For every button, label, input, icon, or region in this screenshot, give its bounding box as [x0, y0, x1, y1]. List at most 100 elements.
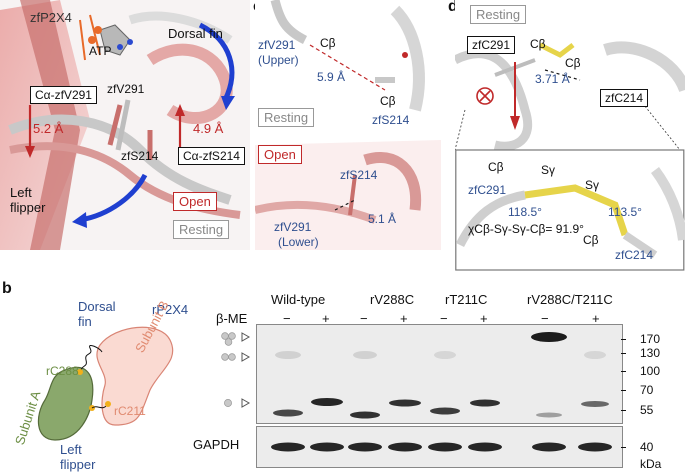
- cartoon-dorsal-fin: Dorsal fin: [78, 299, 116, 329]
- blot-band: [531, 332, 567, 342]
- gapdh-blot-bands: [271, 442, 612, 452]
- mw-tick: [621, 339, 626, 340]
- bme-sign: −: [360, 311, 368, 326]
- gapdh-band: [271, 442, 305, 452]
- gapdh-label: GAPDH: [193, 437, 240, 452]
- mw-marker: 130: [640, 346, 661, 360]
- c-dist-upper: 5.9 Å: [317, 70, 346, 84]
- c-dist-lower: 5.1 Å: [368, 212, 397, 226]
- inset-sg-right: Sγ: [585, 178, 600, 192]
- dorsal-fin-label: Dorsal fin: [168, 26, 223, 41]
- subunit-cartoon: [37, 326, 174, 441]
- western-blot-main: [256, 324, 623, 424]
- res-s214-label: zfS214: [121, 149, 159, 163]
- bme-label: β-ME: [216, 311, 248, 326]
- inset-angle-right: 113.5°: [608, 205, 642, 219]
- bme-sign: −: [283, 311, 291, 326]
- blot-band: [275, 351, 301, 359]
- blot-band: [584, 351, 606, 359]
- panel-label-d: d: [448, 0, 458, 15]
- left-flipper-label: Left flipper: [10, 185, 46, 215]
- gapdh-band: [348, 442, 382, 452]
- blot-band: [430, 407, 460, 415]
- cartoon-c288: rC288: [46, 364, 79, 378]
- mw-unit: kDa: [640, 457, 662, 471]
- d-c291-box: zfC291: [467, 36, 516, 54]
- blot-band: [311, 398, 343, 406]
- blot-band: [350, 411, 380, 419]
- gapdh-band: [310, 442, 344, 452]
- group-label: rV288C: [370, 292, 415, 307]
- inset-c291: zfC291: [468, 183, 507, 197]
- gapdh-band: [428, 442, 462, 452]
- inset-c214: zfC214: [615, 248, 654, 262]
- mw-marker: 170: [640, 332, 661, 346]
- d-dist: 3.71 Å: [535, 72, 570, 86]
- c-cb-top: Cβ: [320, 36, 336, 50]
- cartoon-c211: rC211: [114, 404, 146, 418]
- dist-left: 5.2 Å: [33, 121, 64, 136]
- bme-sign: +: [322, 311, 330, 326]
- inset-sg-left: Sγ: [541, 163, 556, 177]
- cartoon-left-flipper: Left flipper: [60, 442, 96, 472]
- inset-cb-right: Cβ: [583, 233, 599, 247]
- box-ca-v291: Cα-zfV291: [30, 86, 97, 104]
- atp-label: ATP: [89, 44, 112, 58]
- mw-marker: 100: [640, 364, 661, 378]
- mw-tick: [621, 353, 626, 354]
- d-c214-box: zfC214: [600, 89, 649, 107]
- dimer-icon: [221, 353, 229, 361]
- inset-chi: χCβ-Sγ-Sγ-Cβ= 91.9°: [468, 222, 584, 236]
- bme-sign: +: [400, 311, 408, 326]
- res-v291-label: zfV291: [107, 82, 145, 96]
- open-legend: Open: [173, 192, 217, 211]
- bme-sign: −: [440, 311, 448, 326]
- blot-band: [389, 399, 421, 407]
- resting-legend: Resting: [173, 220, 230, 239]
- western-blot-gapdh: [256, 426, 623, 468]
- panel-label-b: b: [2, 280, 12, 297]
- mw-marker: 70: [640, 383, 654, 397]
- bme-sign: +: [480, 311, 488, 326]
- mw-tick-40: [621, 447, 626, 448]
- cartoon-dorsal-fin-text: Dorsal fin: [78, 299, 116, 329]
- monomer-icon: [224, 399, 232, 407]
- oligomer-markers: [221, 332, 251, 408]
- mw-tick: [621, 390, 626, 391]
- c-v291-lower-res: zfV291: [274, 220, 312, 234]
- blot-band: [470, 399, 500, 407]
- group-label: Wild-type: [271, 292, 326, 307]
- gapdh-band: [532, 442, 566, 452]
- blot-band: [536, 412, 562, 418]
- d-resting-legend: Resting: [470, 5, 527, 24]
- main-blot-bands: [273, 332, 609, 419]
- mw-tick: [621, 410, 626, 411]
- inset-angle-left: 118.5°: [508, 205, 542, 219]
- receptor-label: zfP2X4: [30, 10, 72, 25]
- blot-band: [353, 351, 377, 359]
- c-v291-upper-note: (Upper): [258, 53, 299, 67]
- c-open-legend: Open: [258, 145, 302, 164]
- c-cb-mid: Cβ: [380, 94, 396, 108]
- c-s214-top: zfS214: [372, 113, 410, 127]
- cartoon-rp2x4: rP2X4: [152, 302, 189, 317]
- dist-right: 4.9 Å: [193, 121, 224, 136]
- c-s214-bottom: zfS214: [340, 168, 378, 182]
- c-v291-upper-res: zfV291: [258, 38, 296, 52]
- d-cb-b: Cβ: [565, 56, 581, 70]
- d-cb-a: Cβ: [530, 37, 546, 51]
- gapdh-band: [578, 442, 612, 452]
- trimer-icon: [221, 332, 229, 340]
- c-v291-lower-note: (Lower): [278, 235, 319, 249]
- group-label: rT211C: [445, 292, 488, 307]
- mw-40: 40: [640, 440, 654, 454]
- gapdh-band: [468, 442, 502, 452]
- bme-sign: −: [541, 311, 549, 326]
- blot-band: [581, 401, 609, 407]
- c-v291-upper: zfV291: [258, 38, 295, 52]
- group-label: rV288C/T211C: [527, 292, 613, 307]
- mw-tick: [621, 371, 626, 372]
- cartoon-left-flipper-text: Left flipper: [60, 442, 96, 472]
- blot-band: [434, 351, 456, 359]
- gapdh-band: [388, 442, 422, 452]
